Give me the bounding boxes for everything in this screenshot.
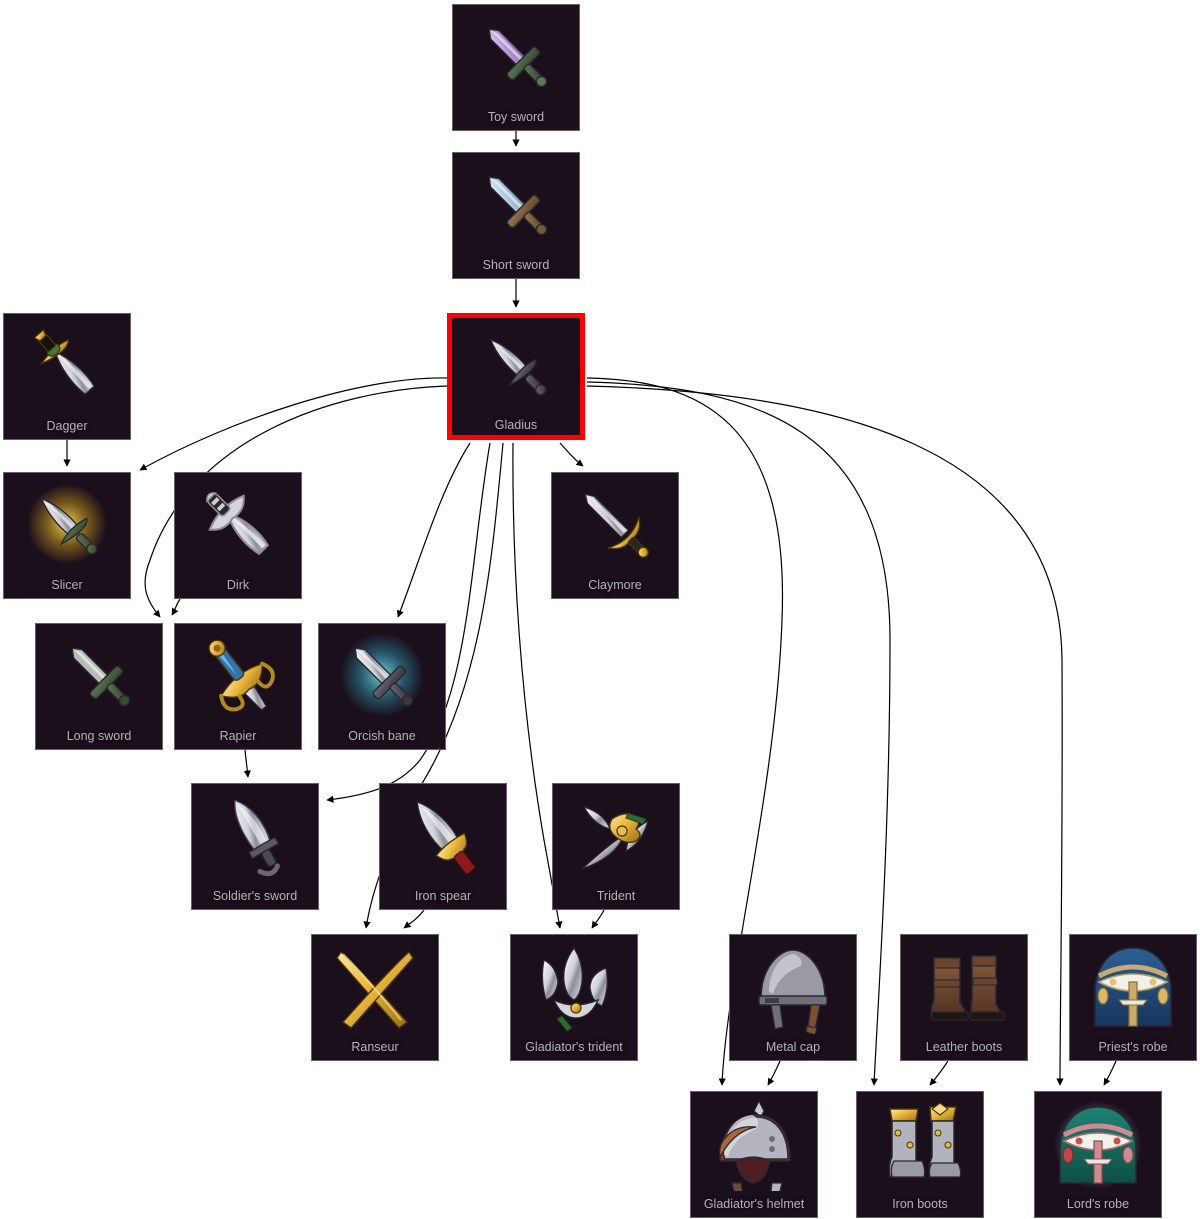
iron-boots-icon bbox=[857, 1092, 983, 1197]
gladius-icon bbox=[452, 318, 580, 415]
edge-dirk-to-long-sword bbox=[171, 598, 181, 616]
node-label: Iron spear bbox=[414, 889, 472, 903]
gladiators-trident-icon bbox=[511, 935, 637, 1040]
node-label: Dirk bbox=[226, 578, 250, 592]
ranseur-icon bbox=[312, 935, 438, 1040]
long-sword-icon bbox=[36, 624, 162, 729]
edge-gladius-to-orcish-bane bbox=[396, 442, 471, 618]
node-dirk[interactable]: Dirk bbox=[174, 472, 302, 599]
node-label: Trident bbox=[596, 889, 636, 903]
node-label: Toy sword bbox=[487, 110, 545, 124]
iron-spear-icon bbox=[380, 784, 506, 889]
rapier-icon bbox=[175, 624, 301, 729]
priests-robe-icon bbox=[1070, 935, 1196, 1040]
node-label: Gladiator's trident bbox=[525, 1040, 623, 1054]
node-ranseur[interactable]: Ranseur bbox=[311, 934, 439, 1061]
node-claymore[interactable]: Claymore bbox=[551, 472, 679, 599]
edge-trident-to-gladiators-trident bbox=[591, 909, 605, 929]
node-soldiers-sword[interactable]: Soldier's sword bbox=[191, 783, 319, 910]
node-label: Leather boots bbox=[925, 1040, 1003, 1054]
edge-rapier-to-soldiers-sword bbox=[243, 749, 251, 778]
node-label: Metal cap bbox=[765, 1040, 821, 1054]
node-rapier[interactable]: Rapier bbox=[174, 623, 302, 750]
node-priests-robe[interactable]: Priest's robe bbox=[1069, 934, 1197, 1061]
node-metal-cap[interactable]: Metal cap bbox=[729, 934, 857, 1061]
node-leather-boots[interactable]: Leather boots bbox=[900, 934, 1028, 1061]
node-label: Gladiator's helmet bbox=[703, 1197, 805, 1211]
node-iron-spear[interactable]: Iron spear bbox=[379, 783, 507, 910]
leather-boots-icon bbox=[901, 935, 1027, 1040]
node-trident[interactable]: Trident bbox=[552, 783, 680, 910]
gladiators-helmet-icon bbox=[691, 1092, 817, 1197]
node-label: Orcish bane bbox=[348, 729, 416, 743]
node-label: Iron boots bbox=[892, 1197, 948, 1211]
edge-priests-robe-to-lords-robe bbox=[1103, 1060, 1117, 1086]
node-orcish-bane[interactable]: Orcish bane bbox=[318, 623, 446, 750]
trident-icon bbox=[553, 784, 679, 889]
node-lords-robe[interactable]: Lord's robe bbox=[1034, 1091, 1162, 1218]
edge-iron-spear-to-ranseur bbox=[403, 909, 425, 929]
node-toy-sword[interactable]: Toy sword bbox=[452, 4, 580, 131]
dagger-icon bbox=[4, 314, 130, 419]
node-label: Gladius bbox=[494, 418, 538, 432]
node-gladius[interactable]: Gladius bbox=[447, 313, 585, 440]
edge-metal-cap-to-gladiators-helmet bbox=[767, 1060, 781, 1086]
metal-cap-icon bbox=[730, 935, 856, 1040]
node-dagger[interactable]: Dagger bbox=[3, 313, 131, 440]
orcish-bane-icon bbox=[319, 624, 445, 729]
node-label: Lord's robe bbox=[1066, 1197, 1130, 1211]
node-label: Ranseur bbox=[351, 1040, 399, 1054]
node-long-sword[interactable]: Long sword bbox=[35, 623, 163, 750]
node-label: Priest's robe bbox=[1098, 1040, 1168, 1054]
edge-gladius-to-claymore bbox=[559, 442, 584, 467]
node-label: Rapier bbox=[219, 729, 257, 743]
node-gladiators-helmet[interactable]: Gladiator's helmet bbox=[690, 1091, 818, 1218]
node-label: Short sword bbox=[482, 258, 550, 272]
slicer-icon bbox=[4, 473, 130, 578]
lords-robe-icon bbox=[1035, 1092, 1161, 1197]
toy-sword-icon bbox=[453, 5, 579, 110]
node-label: Dagger bbox=[46, 419, 88, 433]
dirk-icon bbox=[175, 473, 301, 578]
node-gladiators-trident[interactable]: Gladiator's trident bbox=[510, 934, 638, 1061]
claymore-icon bbox=[552, 473, 678, 578]
short-sword-icon bbox=[453, 153, 579, 258]
node-label: Soldier's sword bbox=[212, 889, 298, 903]
node-label: Slicer bbox=[51, 578, 83, 592]
node-label: Long sword bbox=[66, 729, 132, 743]
node-iron-boots[interactable]: Iron boots bbox=[856, 1091, 984, 1218]
node-label: Claymore bbox=[588, 578, 642, 592]
node-short-sword[interactable]: Short sword bbox=[452, 152, 580, 279]
edge-leather-boots-to-iron-boots bbox=[929, 1060, 949, 1086]
node-slicer[interactable]: Slicer bbox=[3, 472, 131, 599]
soldiers-sword-icon bbox=[192, 784, 318, 889]
edge-gladius-to-slicer bbox=[139, 377, 448, 471]
